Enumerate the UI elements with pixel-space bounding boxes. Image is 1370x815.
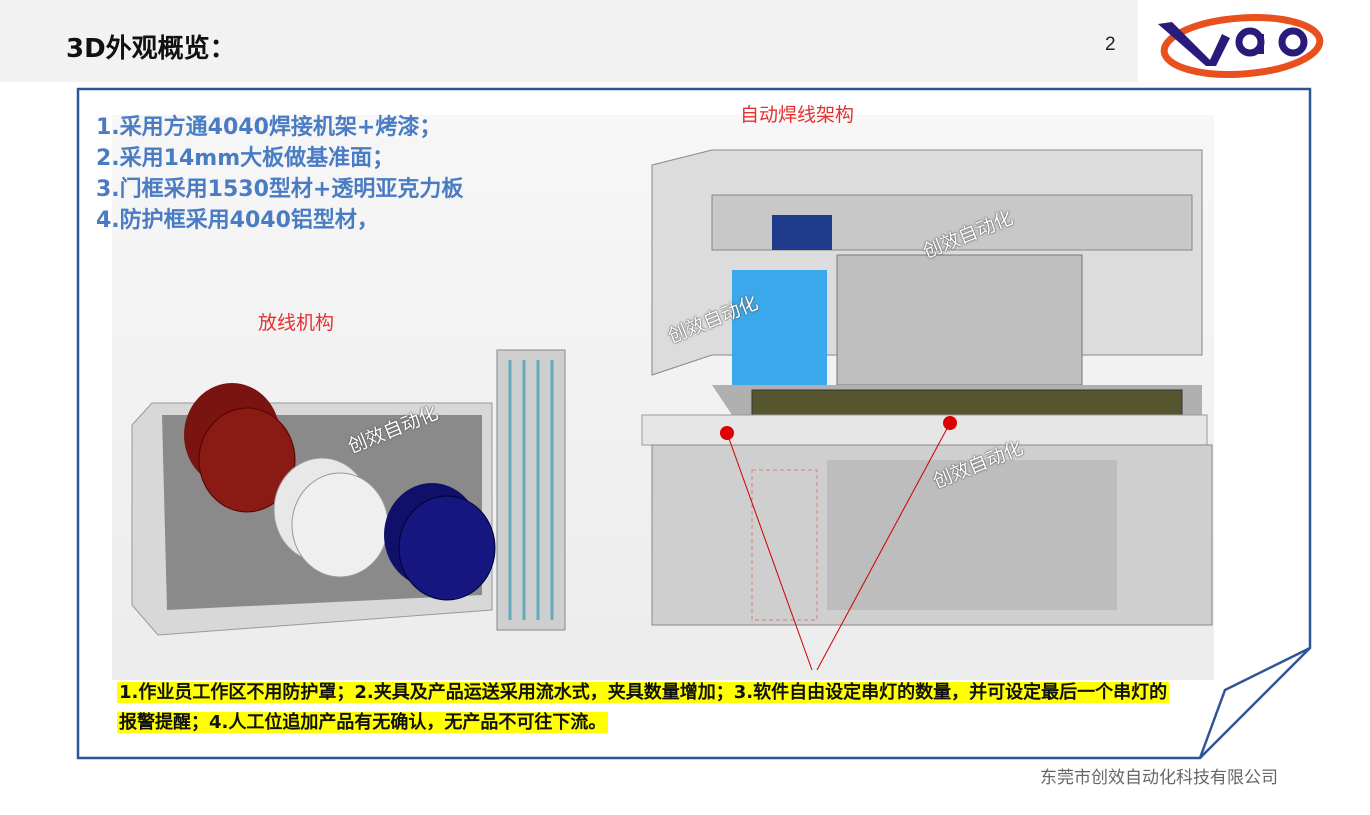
spec-item: 3.门框采用1530型材+透明亚克力板 bbox=[96, 177, 464, 202]
page-title: 3D外观概览： bbox=[66, 34, 236, 64]
page-number: 2 bbox=[1105, 34, 1116, 55]
header-band bbox=[0, 0, 1138, 82]
spec-item: 2.采用14mm大板做基准面； bbox=[96, 146, 395, 171]
machine-3d-render bbox=[112, 115, 1214, 680]
welding-machine bbox=[641, 149, 1213, 671]
spec-item: 4.防护框采用4040铝型材， bbox=[96, 208, 379, 233]
welding-structure-label: 自动焊线架构 bbox=[740, 104, 855, 126]
spec-item: 1.采用方通4040焊接机架+烤漆； bbox=[96, 115, 442, 140]
company-name: 东莞市创效自动化科技有限公司 bbox=[1040, 768, 1278, 788]
feature-caption: 1.作业员工作区不用防护罩；2.夹具及产品运送采用流水式，夹具数量增加；3.软件… bbox=[117, 678, 1185, 738]
payoff-mechanism bbox=[131, 349, 566, 636]
caption-text: 1.作业员工作区不用防护罩；2.夹具及产品运送采用流水式，夹具数量增加；3.软件… bbox=[117, 682, 1170, 733]
spec-list: 1.采用方通4040焊接机架+烤漆； 2.采用14mm大板做基准面； 3.门框采… bbox=[96, 112, 463, 236]
company-logo bbox=[1158, 14, 1324, 78]
payoff-mechanism-label: 放线机构 bbox=[258, 312, 335, 334]
